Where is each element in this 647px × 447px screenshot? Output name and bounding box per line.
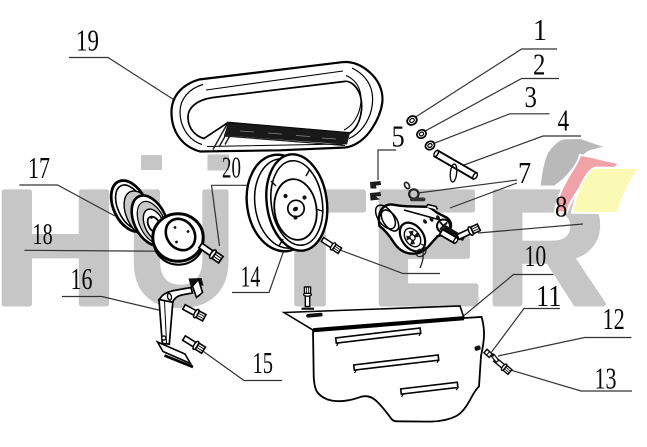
svg-text:14: 14 — [241, 259, 261, 294]
svg-text:17: 17 — [28, 150, 50, 185]
svg-text:3: 3 — [525, 80, 537, 114]
svg-text:4: 4 — [558, 103, 570, 137]
svg-text:11: 11 — [536, 279, 561, 313]
svg-text:5: 5 — [392, 120, 405, 154]
svg-text:18: 18 — [33, 217, 53, 251]
svg-text:20: 20 — [222, 150, 241, 185]
svg-text:7: 7 — [518, 156, 531, 190]
svg-text:12: 12 — [603, 301, 625, 335]
svg-text:15: 15 — [253, 346, 273, 380]
svg-text:1: 1 — [533, 14, 547, 48]
svg-text:16: 16 — [71, 261, 93, 296]
svg-text:10: 10 — [525, 238, 547, 273]
svg-text:19: 19 — [76, 23, 99, 57]
svg-text:2: 2 — [533, 48, 545, 82]
svg-text:H: H — [0, 156, 118, 339]
svg-text:8: 8 — [555, 190, 567, 224]
svg-text:13: 13 — [595, 361, 617, 396]
